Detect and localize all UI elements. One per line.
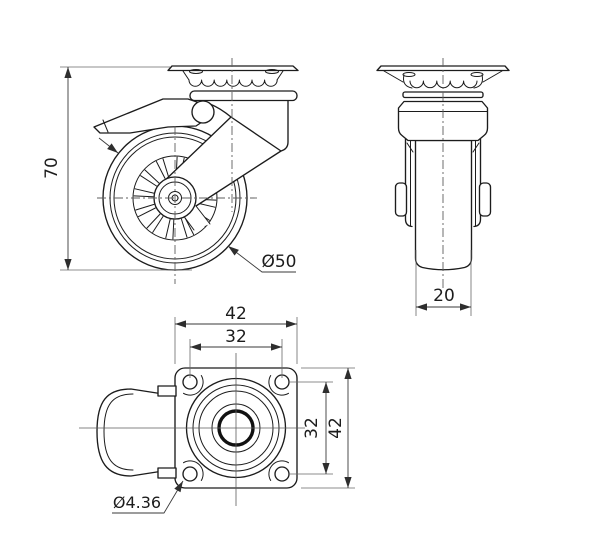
plate-taper-sides <box>383 70 503 83</box>
plate-slot-right <box>265 69 279 74</box>
hole-bottom-left <box>182 466 198 482</box>
dim-plate-width: 42 <box>174 304 298 364</box>
brake-tab-right <box>478 182 492 217</box>
right-leg-detail <box>472 142 480 153</box>
left-leg-detail <box>406 142 414 153</box>
brake-direction-arrow <box>98 137 119 154</box>
dim-hole-spacing-y: 32 <box>288 381 333 475</box>
brake-tab-left <box>394 182 408 217</box>
swivel-bearing-side <box>182 70 284 87</box>
plate-silhouette-front <box>376 65 510 72</box>
dim-wheel-diameter: Ø50 <box>227 245 297 273</box>
bearing-balls-side <box>188 79 278 87</box>
side-view: 70 Ø50 <box>42 58 299 284</box>
dim-wheel-diameter-label: Ø50 <box>261 252 296 272</box>
hole-ears <box>183 375 289 481</box>
race-sides <box>182 70 284 81</box>
front-view: 20 <box>376 58 510 316</box>
pedal-tab-bottom <box>157 467 177 479</box>
ear-bottom-left <box>183 460 204 481</box>
swivel-bearing-front <box>403 74 483 89</box>
ear-bottom-right <box>268 460 289 481</box>
top-plate-front <box>376 65 510 83</box>
dim-height-label: 70 <box>42 157 62 179</box>
leader-hole-diameter <box>112 480 184 514</box>
dim-plate-depth: 42 <box>301 367 355 489</box>
dim-plate-width-label: 42 <box>225 304 247 324</box>
ear-top-right <box>268 375 289 396</box>
dim-overall-height: 70 <box>42 66 192 271</box>
dim-hole-diameter: Ø4.36 <box>112 480 184 514</box>
wheel-tread-front <box>414 139 473 271</box>
fork-leg-edge-upper <box>157 116 232 188</box>
brake-pedal-plan <box>96 385 177 479</box>
ext-lines-width <box>415 250 472 316</box>
dim-plate-depth-label: 42 <box>326 417 346 439</box>
ear-top-left <box>183 375 204 396</box>
race-side-curves <box>403 74 483 89</box>
dim-hole-spacing-y-label: 32 <box>302 417 322 439</box>
plate-silhouette <box>167 65 299 72</box>
fork-top-plate-side <box>189 90 298 102</box>
pedal-inner-line-plan <box>103 393 134 471</box>
plate-slot-left <box>189 69 203 74</box>
dim-wheel-width-label: 20 <box>433 286 455 306</box>
plate-slot-front-right <box>470 72 484 77</box>
fork-legs-front <box>404 138 482 228</box>
fork-leg-edge-lower <box>195 150 282 207</box>
top-plate-side <box>167 65 299 74</box>
brake-pedal-side <box>93 98 215 134</box>
dim-hole-spacing-x-label: 32 <box>225 327 247 347</box>
pedal-outline-plan <box>96 388 177 477</box>
leader-wheel-diameter <box>227 245 296 273</box>
brake-pivot-circle <box>191 100 215 124</box>
pedal-tab-top <box>157 385 177 397</box>
plan-view: 42 32 32 42 Ø4.36 <box>79 304 355 514</box>
dim-hole-diameter-label: Ø4.36 <box>113 493 161 512</box>
pedal-tip-facet <box>102 119 109 133</box>
dim-hole-spacing-x: 32 <box>189 327 283 378</box>
plate-slot-front-left <box>402 72 416 77</box>
dim-wheel-width: 20 <box>415 250 472 316</box>
swivel-housing-side <box>197 99 289 152</box>
bearing-balls-front <box>409 80 478 89</box>
